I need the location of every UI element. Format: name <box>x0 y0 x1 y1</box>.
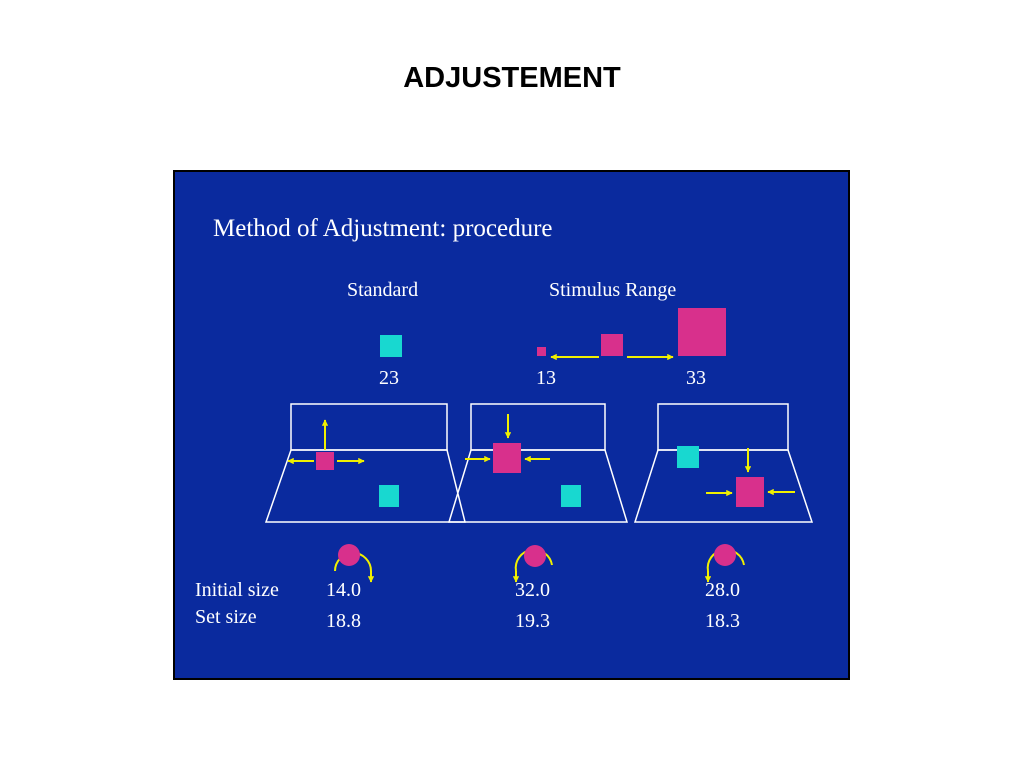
monitor-base <box>447 449 629 523</box>
rotation-knob-icon <box>334 544 375 583</box>
standard-label: Standard <box>347 279 418 301</box>
range-min-square <box>537 347 546 356</box>
rotation-knob-icon <box>704 544 745 583</box>
initial-size-trial-1: 14.0 <box>326 579 361 601</box>
range-max-value: 33 <box>686 367 706 389</box>
diagram-canvas: Method of Adjustment: procedure Standard… <box>175 172 848 678</box>
row-label-initial-size: Initial size <box>195 579 279 601</box>
monitor-base <box>633 449 814 523</box>
set-size-trial-3: 18.3 <box>705 610 740 632</box>
comparison-square-trial-2 <box>493 443 521 473</box>
page-title: ADJUSTEMENT <box>403 62 621 94</box>
standard-square-trial-3 <box>677 446 699 468</box>
standard-square-trial-2 <box>561 485 581 507</box>
initial-size-trial-3: 28.0 <box>705 579 740 601</box>
set-size-trial-2: 19.3 <box>515 610 550 632</box>
row-label-set-size: Set size <box>195 606 257 628</box>
initial-size-trial-2: 32.0 <box>515 579 550 601</box>
slide-background <box>175 172 848 678</box>
monitor-trial-2 <box>447 403 629 523</box>
standard-value: 23 <box>379 367 399 389</box>
comparison-square-trial-3 <box>736 477 764 507</box>
monitor-trial-3 <box>633 403 814 523</box>
standard-square <box>380 335 402 357</box>
range-min-value: 13 <box>536 367 556 389</box>
rotation-knob-icon <box>512 545 553 583</box>
range-max-square <box>678 308 726 356</box>
slide-heading: Method of Adjustment: procedure <box>213 215 553 242</box>
comparison-square-trial-1 <box>316 452 334 470</box>
stimulus-range-label: Stimulus Range <box>549 279 676 301</box>
slide-panel: Method of Adjustment: procedure Standard… <box>173 170 850 680</box>
set-size-trial-1: 18.8 <box>326 610 361 632</box>
standard-square-trial-1 <box>379 485 399 507</box>
range-mid-square <box>601 334 623 356</box>
